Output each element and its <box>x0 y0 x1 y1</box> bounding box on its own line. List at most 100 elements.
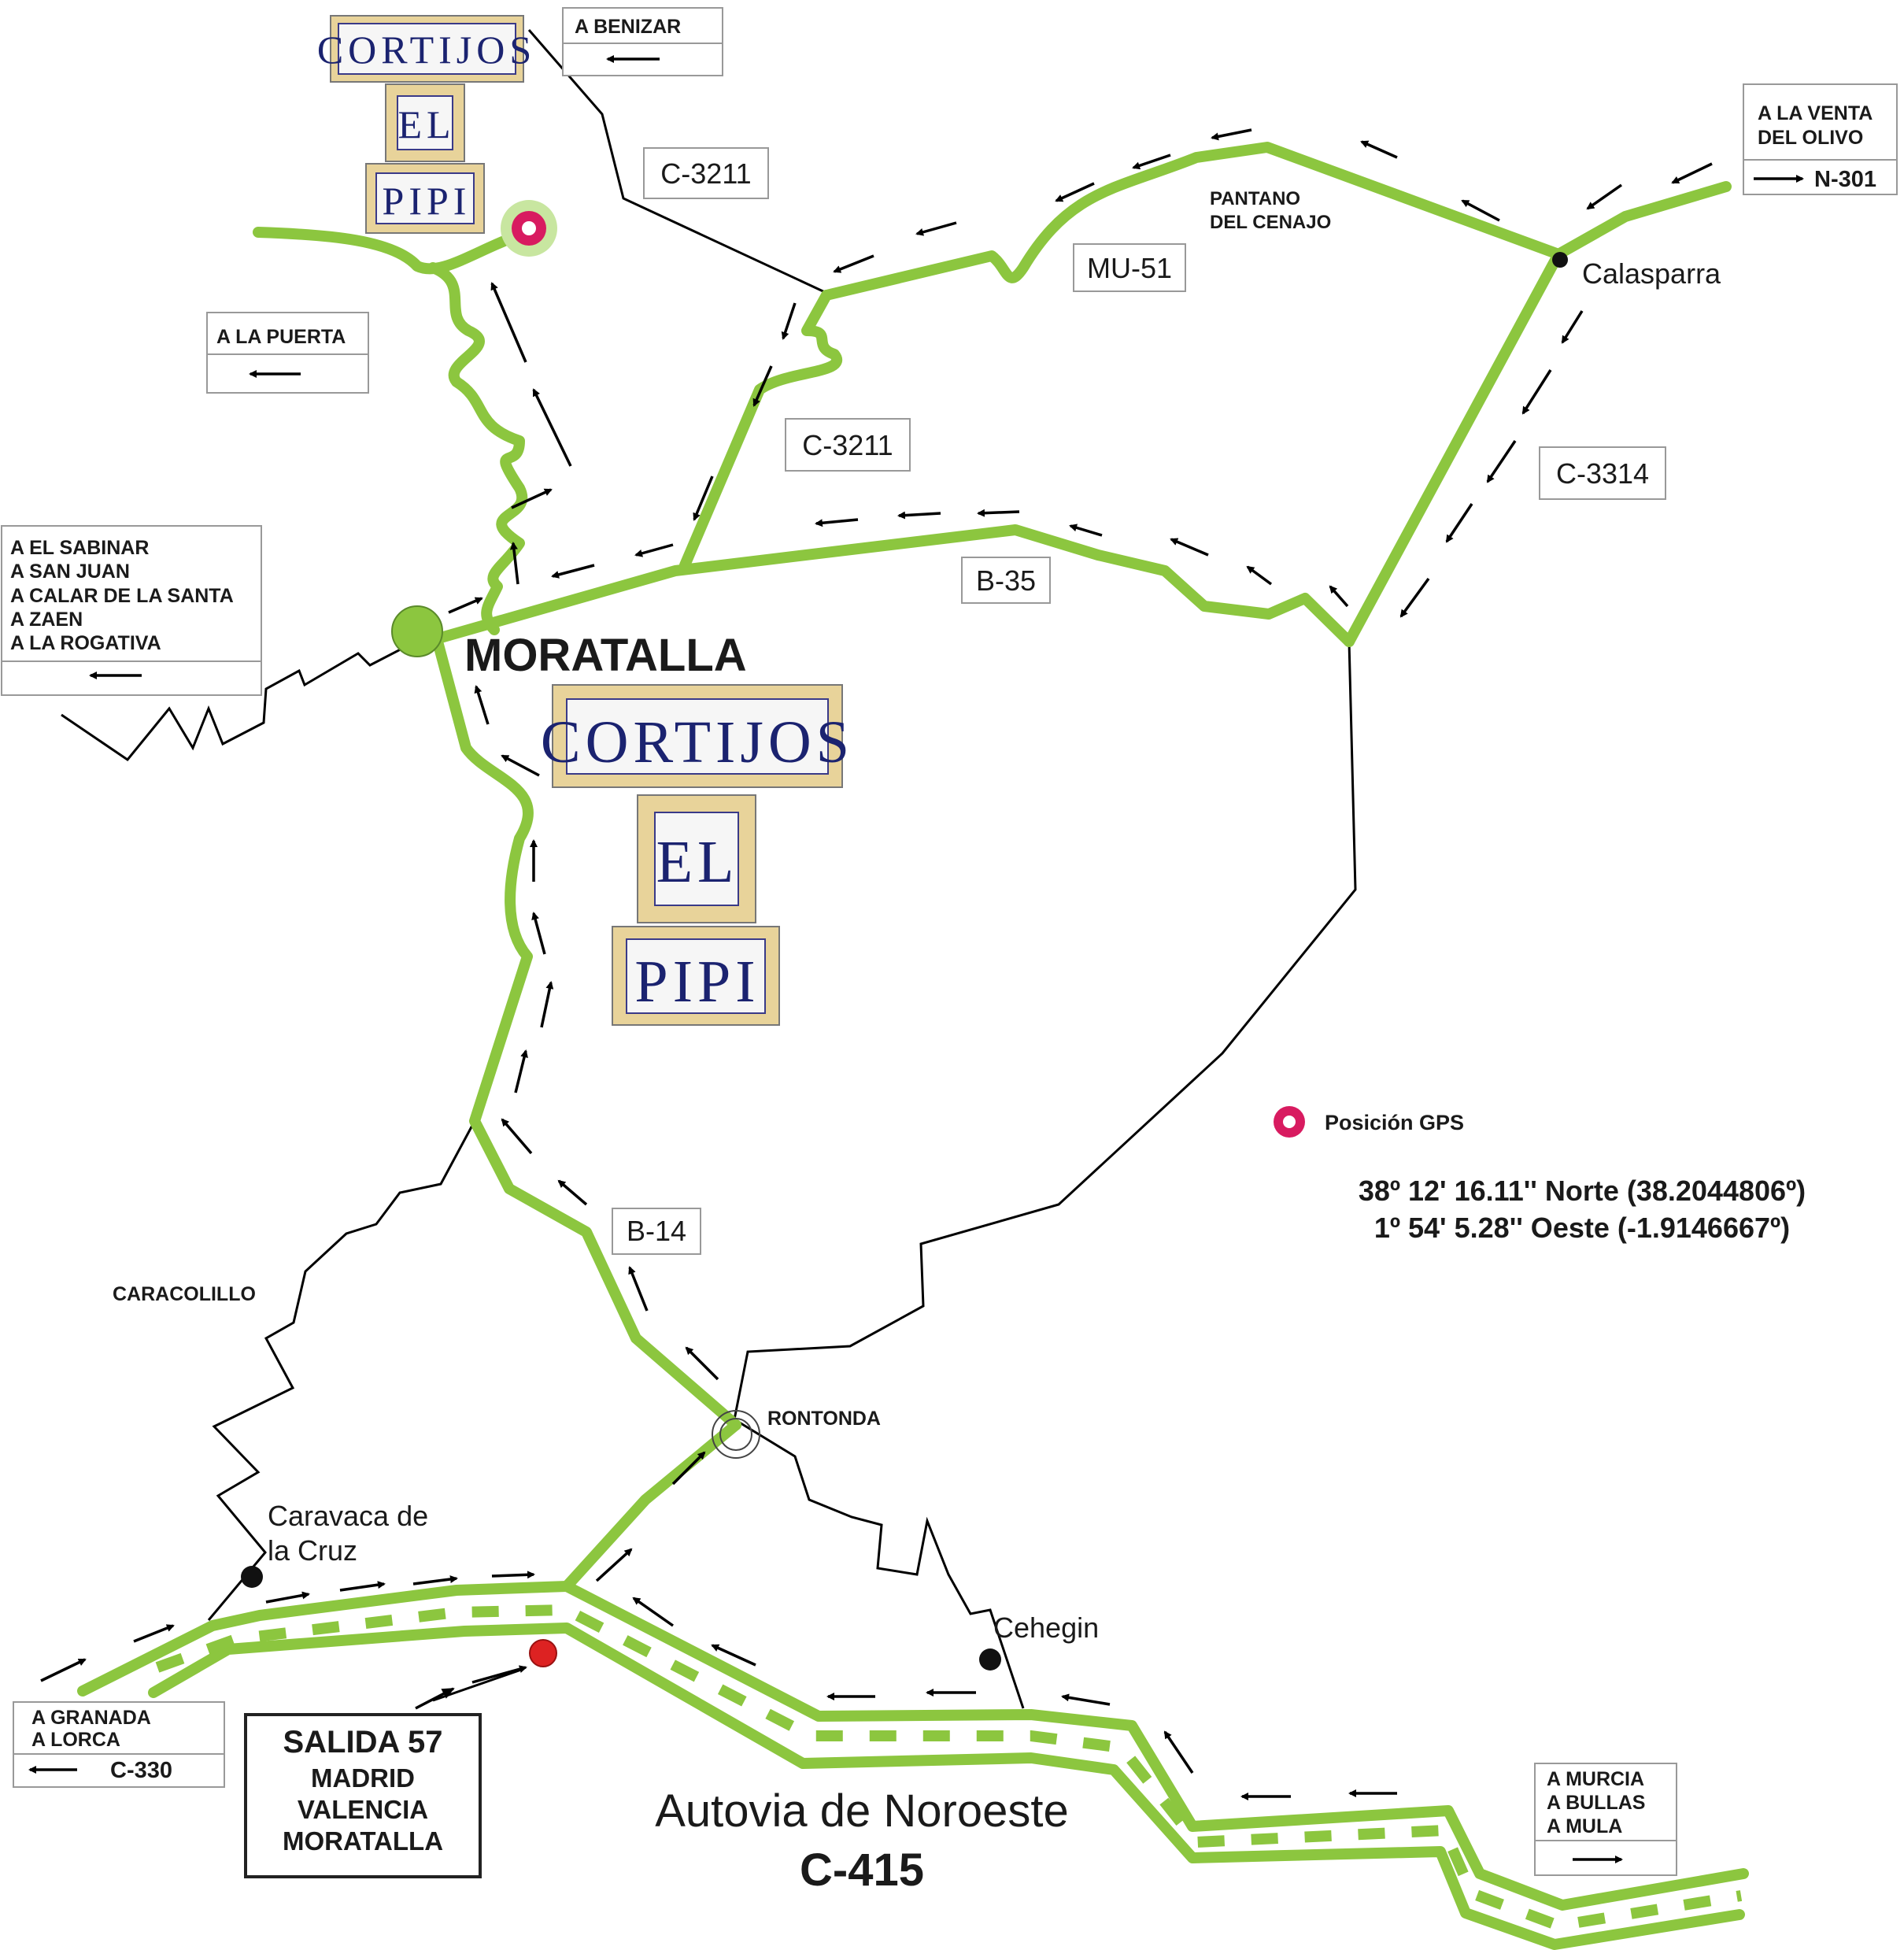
arrow <box>1360 140 1398 159</box>
road-box <box>612 1208 701 1255</box>
arrow <box>1521 369 1552 415</box>
gps-legend: Posición GPS 38º 12' 16.11'' Norte (38.2… <box>1325 1111 1806 1244</box>
calasparra-label: Calasparra <box>1582 257 1721 290</box>
brand-sign-small: CORTIJOS EL PIPI <box>317 15 536 234</box>
arrow <box>1163 1730 1194 1774</box>
road-c3314: C-3314 <box>1556 457 1649 490</box>
sign-murcia-1: A BULLAS <box>1547 1792 1645 1814</box>
road-box <box>1073 243 1186 292</box>
road-mu51: MU-51 <box>1087 252 1172 284</box>
sign-west-0: A EL SABINAR <box>10 537 149 559</box>
tile-inner <box>397 95 453 150</box>
arrow <box>1561 310 1584 344</box>
road-b35: B-35 <box>976 564 1036 597</box>
sign-la-puerta <box>206 312 369 394</box>
road-box <box>1539 446 1666 500</box>
sign-venta-olivo <box>1743 83 1898 195</box>
arrow <box>628 1266 649 1312</box>
road-labels: C-3211 C-3211 MU-51 C-3314 B-35 B-14 <box>612 147 1666 1255</box>
arrow <box>632 1597 675 1627</box>
brand-line1-small: CORTIJOS <box>317 28 536 72</box>
exit-line-2: MORATALLA <box>283 1826 443 1856</box>
arrow <box>1170 538 1209 557</box>
arrow <box>265 1591 310 1604</box>
direction-arrows <box>40 128 1713 1800</box>
road-c3314 <box>1344 249 1564 647</box>
sign-murcia <box>1534 1763 1677 1876</box>
brand-line3-small: PIPI <box>383 179 471 223</box>
highway-code: C-415 <box>800 1845 924 1896</box>
arrow <box>1246 565 1273 586</box>
arrow <box>474 685 490 725</box>
arrow <box>531 912 546 955</box>
sign-la-puerta-text: A LA PUERTA <box>216 326 346 348</box>
sign-west-4: A LA ROGATIVA <box>10 632 161 654</box>
gps-lon: 1º 54' 5.28'' Oeste (-1.9146667º) <box>1374 1212 1790 1244</box>
roundabout-inner <box>719 1418 752 1451</box>
cehegin-label: Cehegin <box>993 1611 1099 1644</box>
page-title: MORATALLA <box>464 630 747 681</box>
road-box <box>643 147 769 199</box>
arrow <box>501 1118 533 1155</box>
tile-inner <box>566 698 829 775</box>
tile-inner <box>338 23 516 75</box>
arrow <box>1445 503 1473 543</box>
arrow <box>471 1665 527 1684</box>
arrow <box>711 1644 756 1667</box>
moratalla-node <box>391 605 443 657</box>
brand-line1-large: CORTIJOS <box>541 709 854 775</box>
sign-west-1: A SAN JUAN <box>10 561 130 583</box>
road-west-zigzag <box>61 639 418 762</box>
arrow <box>693 475 714 521</box>
sign-benizar-text: A BENIZAR <box>575 16 681 38</box>
direction-signs: A BENIZAR A LA PUERTA A LA VENTA DEL OLI… <box>1 7 1898 1878</box>
arrow <box>897 511 941 520</box>
road-box <box>785 418 911 472</box>
highway-name: Autovia de Noroeste <box>655 1785 1069 1837</box>
road-c3211-top: C-3211 <box>660 157 751 190</box>
roundabout-outer <box>712 1410 760 1459</box>
arrow <box>1671 162 1713 184</box>
arrow <box>514 1049 528 1093</box>
road-mu51 <box>821 142 1564 301</box>
arrow <box>501 754 540 777</box>
pantano-label-2: DEL CENAJO <box>1210 212 1331 233</box>
arrow <box>833 254 874 273</box>
rontonda-label: RONTONDA <box>767 1408 881 1430</box>
arrow <box>685 1346 719 1381</box>
caracolillo-label: CARACOLILLO <box>113 1283 256 1305</box>
brand-line2-small: EL <box>397 102 455 146</box>
arrow <box>1061 1693 1111 1706</box>
sign-venta-line1: A LA VENTA <box>1758 102 1873 124</box>
arrow <box>415 1687 455 1710</box>
road-box <box>961 557 1051 604</box>
road-moratalla-south <box>429 624 741 1430</box>
exit-line-1: VALENCIA <box>298 1795 428 1824</box>
road-b35 <box>435 524 1355 647</box>
arrow <box>634 543 674 557</box>
arrow <box>1586 183 1623 210</box>
exit-title: SALIDA 57 <box>283 1725 442 1759</box>
arrow <box>509 542 519 585</box>
brand-sign-large: CORTIJOS EL PIPI <box>541 684 854 1026</box>
sign-c330: C-330 <box>110 1758 172 1783</box>
sign-murcia-2: A MULA <box>1547 1815 1622 1837</box>
road-c3211-mid: C-3211 <box>802 429 893 461</box>
exit-pointer-line <box>432 1667 524 1702</box>
road-caracolillo <box>207 1120 476 1621</box>
arrow <box>815 518 859 527</box>
tile-inner <box>654 812 739 906</box>
autovia-median <box>155 1604 1743 1932</box>
arrow <box>557 1179 588 1206</box>
arrow <box>339 1581 386 1592</box>
arrow <box>752 365 773 407</box>
road-to-rotonda-east <box>733 641 1357 1420</box>
arrow <box>977 509 1020 517</box>
main-roads <box>77 142 1749 1950</box>
caravaca-label-1: Caravaca de <box>268 1500 428 1532</box>
arrow <box>1211 128 1252 141</box>
sign-lorca: A LORCA <box>31 1729 120 1751</box>
secondary-roads <box>61 29 1357 1709</box>
road-rotonda-south <box>561 1419 741 1592</box>
nodes <box>241 200 1568 1671</box>
